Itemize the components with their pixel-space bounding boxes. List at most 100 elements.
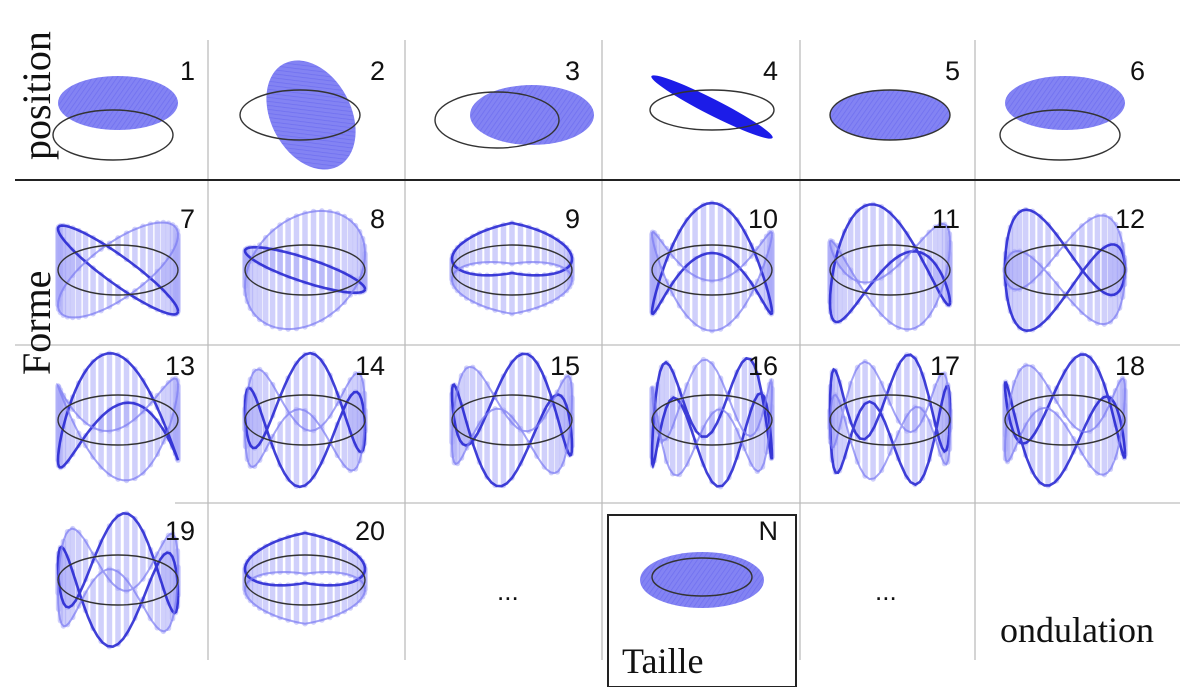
mode-shape <box>266 60 356 170</box>
wave-curve <box>828 222 951 331</box>
cell-number: 13 <box>165 351 195 381</box>
mode-cell: 8 <box>242 204 385 332</box>
cell-number: 2 <box>370 56 385 86</box>
mode-shape <box>640 552 764 608</box>
mode-cell: 11 <box>827 201 960 333</box>
wave-curve <box>56 221 179 319</box>
wave-curve <box>56 511 180 649</box>
mode-shape <box>651 75 773 139</box>
mode-cell: ... <box>497 576 519 606</box>
mode-cell: 18 <box>1002 351 1145 489</box>
reference-ring <box>651 244 773 296</box>
mode-cell: 13 <box>55 350 195 484</box>
ellipsis-text: ... <box>875 576 897 606</box>
cell-number: 6 <box>1130 56 1145 86</box>
position-label: position <box>14 31 59 160</box>
mode-cell: 20 <box>242 516 385 627</box>
cell-number: 20 <box>355 516 385 546</box>
reference-ring <box>57 554 179 606</box>
wave-curve <box>828 360 951 481</box>
wave-curve <box>450 365 573 475</box>
mode-cell: 14 <box>242 351 385 489</box>
wave-curve <box>1003 364 1126 476</box>
mode-cell: 7 <box>55 204 195 321</box>
mode-cell: 12 <box>1002 204 1145 334</box>
cell-number: 5 <box>945 56 960 86</box>
reference-ring <box>829 394 951 446</box>
wave-curve <box>450 260 573 315</box>
cell-number: N <box>759 516 779 546</box>
reference-ring <box>451 394 573 446</box>
mode-cell: 2 <box>239 56 385 170</box>
mode-cell: 6 <box>999 56 1145 161</box>
taille-box <box>607 514 797 687</box>
reference-ring <box>244 244 366 296</box>
wave-curve <box>56 224 180 316</box>
mode-shape <box>470 85 594 145</box>
cell-number: 4 <box>763 56 778 86</box>
reference-ring <box>1004 244 1126 296</box>
wave-curve <box>828 203 952 324</box>
reference-ring <box>244 554 366 606</box>
cell-number: 3 <box>565 56 580 86</box>
wave-curve <box>650 201 774 316</box>
taille-label: Taille <box>622 641 703 681</box>
reference-ring <box>651 557 753 597</box>
wave-curve <box>450 221 574 277</box>
wave-curve <box>243 531 367 587</box>
reference-ring <box>999 109 1121 161</box>
mode-shape <box>830 90 950 140</box>
mode-cell: N <box>640 516 778 608</box>
mode-cell: 9 <box>449 204 580 317</box>
wave-curve <box>1003 353 1127 487</box>
reference-ring <box>57 394 179 446</box>
mode-shape <box>1005 76 1125 130</box>
mode-cell: 4 <box>649 56 778 139</box>
reference-ring <box>434 91 560 149</box>
mode-cell: 15 <box>449 351 580 489</box>
wave-curve <box>56 527 179 633</box>
mode-cell: 17 <box>827 351 960 488</box>
grid-lines <box>15 40 1180 660</box>
cell-number: 19 <box>165 516 195 546</box>
wave-curve <box>243 209 366 331</box>
mode-cell: ... <box>875 576 897 606</box>
wave-curve <box>450 352 574 488</box>
cell-number: 14 <box>355 351 385 381</box>
cell-number: 16 <box>748 351 778 381</box>
cell-number: 7 <box>180 204 195 234</box>
cell-number: 11 <box>932 204 960 234</box>
cell-number: 9 <box>565 204 580 234</box>
reference-ring <box>651 394 773 446</box>
mode-cell: 3 <box>434 56 594 149</box>
mode-cell: 19 <box>55 510 195 650</box>
cell-number: 12 <box>1115 204 1145 234</box>
cell-number: 1 <box>180 56 195 86</box>
reference-ring <box>451 244 573 296</box>
mode-cell: 1 <box>52 56 195 161</box>
ondulation-label: ondulation <box>1000 610 1154 650</box>
reference-ring <box>829 89 951 141</box>
cell-number: 8 <box>370 204 385 234</box>
wave-curve <box>243 246 367 294</box>
cell-number: 15 <box>550 351 580 381</box>
cell-number: 10 <box>748 204 778 234</box>
wave-curve <box>243 368 366 472</box>
wave-curve <box>650 230 773 332</box>
wave-curve <box>56 352 180 469</box>
reference-ring <box>52 109 174 161</box>
forme-label: Forme <box>14 271 59 375</box>
mode-shape <box>58 76 178 130</box>
reference-ring <box>829 244 951 296</box>
wave-curve <box>243 570 366 625</box>
mode-cell: 5 <box>829 56 960 141</box>
cell-number: 18 <box>1115 351 1145 381</box>
reference-ring <box>1004 394 1126 446</box>
reference-ring <box>244 394 366 446</box>
mode-cell: 10 <box>649 200 778 334</box>
reference-ring <box>239 89 361 141</box>
mode-cell: 16 <box>649 351 778 490</box>
reference-ring <box>649 89 775 131</box>
